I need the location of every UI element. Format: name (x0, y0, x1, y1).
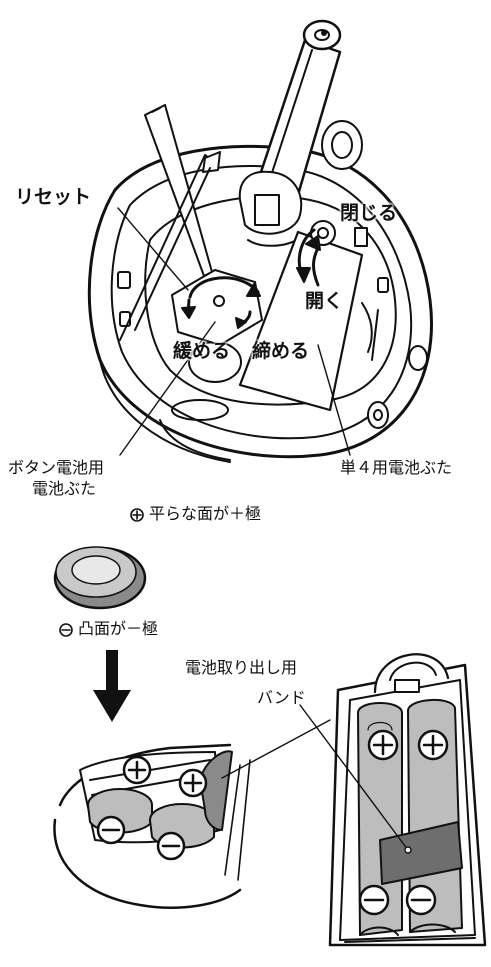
button-compartment (53, 743, 251, 909)
aaa-battery-cover (238, 220, 379, 412)
label-minus-side: 凸面が－極 (78, 619, 159, 638)
button-battery-cover (171, 269, 263, 346)
plus-circle-icon (130, 508, 144, 522)
button-cell (53, 546, 147, 610)
label-removal-band-line1: 電池取り出し用 (185, 658, 298, 677)
label-plus-side: 平らな面が＋極 (149, 504, 262, 523)
minus-circle-icon (59, 623, 73, 637)
label-aaa-battery-cover: 単４用電池ぶた (340, 458, 453, 477)
leader-band-right (299, 704, 409, 851)
label-reset: リセット (15, 186, 92, 208)
label-button-battery-cover-line1: ボタン電池用 (8, 458, 105, 477)
leader-aaa-cover (317, 344, 351, 456)
label-button-battery-cover-line2: 電池ぶた (32, 479, 97, 498)
stand-arm (238, 19, 342, 247)
label-removal-band-line2: バンド (257, 688, 306, 707)
leader-button-cover (119, 321, 216, 456)
leader-reset (117, 207, 189, 291)
label-tighten: 締める (252, 340, 310, 362)
label-loosen: 緩める (173, 340, 231, 362)
label-open: 開く (305, 290, 344, 312)
down-arrow-icon (93, 650, 131, 722)
leader-band-left (221, 719, 331, 779)
label-close: 閉じる (340, 202, 398, 224)
